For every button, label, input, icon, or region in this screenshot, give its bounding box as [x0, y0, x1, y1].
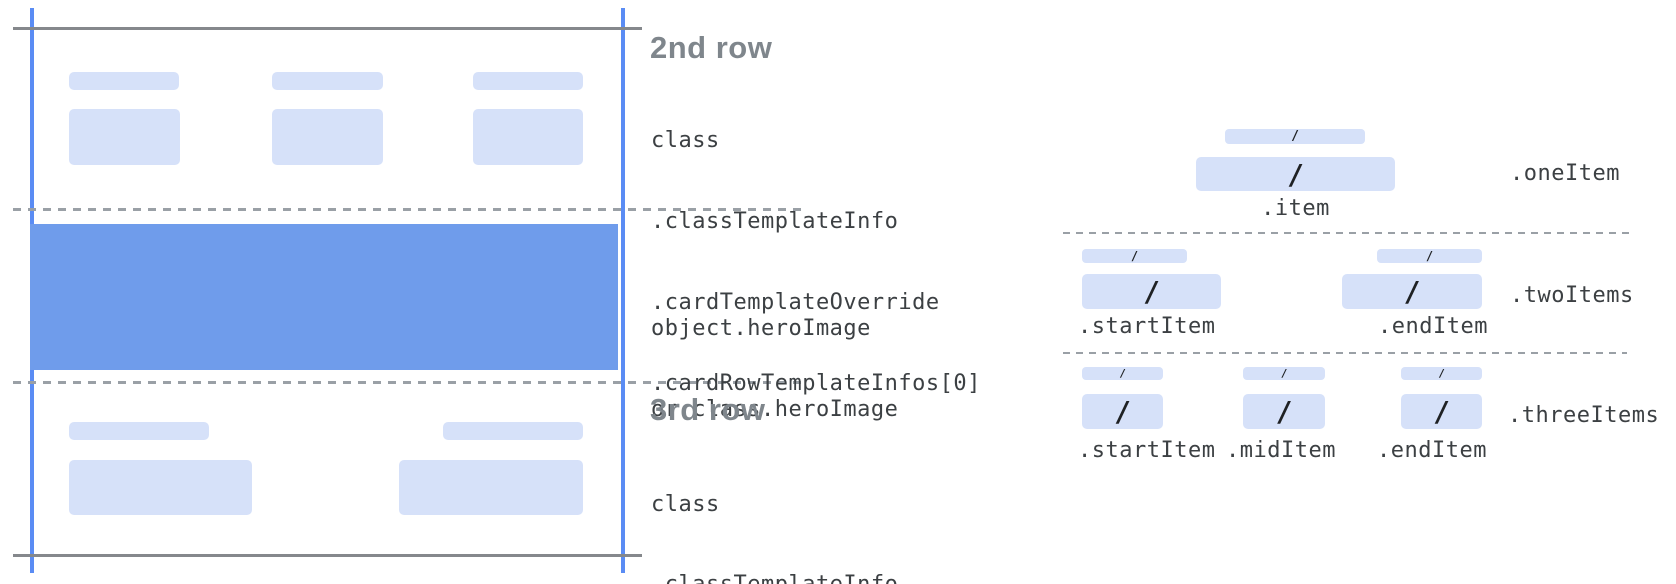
two-items-start-label: .startItem	[1078, 314, 1216, 339]
row3-start-label-placeholder	[69, 422, 209, 440]
three-items-end-label-bar: /	[1401, 367, 1482, 380]
two-items-start-label-bar: /	[1082, 249, 1187, 263]
hero-annotation-line: or class.heroImage	[651, 397, 899, 422]
three-items-start-label-bar: /	[1082, 367, 1163, 380]
three-items-start-value-bar: /	[1082, 394, 1163, 429]
card-top-boundary-line	[13, 27, 642, 30]
three-items-end-label: .endItem	[1377, 438, 1487, 463]
three-items-start-label: .startItem	[1078, 438, 1216, 463]
two-items-end-label: .endItem	[1378, 314, 1488, 339]
row2-path-line: .cardTemplateOverride	[651, 290, 940, 315]
slash-placeholder: /	[1291, 129, 1299, 144]
slash-placeholder: /	[1114, 395, 1131, 428]
row2-col3-value-placeholder	[473, 109, 583, 165]
two-three-divider-dashed-line	[1063, 352, 1627, 354]
row2-path-line: class	[651, 128, 720, 153]
slash-placeholder: /	[1119, 367, 1126, 380]
row3-heading: 3rd row	[650, 392, 766, 427]
three-items-mid-value-bar: /	[1243, 394, 1325, 429]
row2-col2-value-placeholder	[272, 109, 383, 165]
slash-placeholder: /	[1143, 275, 1160, 308]
slash-placeholder: /	[1287, 157, 1304, 191]
row2-col3-label-placeholder	[473, 72, 583, 90]
row2-col1-value-placeholder	[69, 109, 180, 165]
three-items-end-value-bar: /	[1401, 394, 1482, 429]
row2-path-line: .classTemplateInfo	[651, 209, 899, 234]
one-item-row-label: .oneItem	[1510, 161, 1620, 186]
row3-template-path: class .classTemplateInfo .cardTemplateOv…	[651, 440, 981, 584]
slash-placeholder: /	[1280, 367, 1288, 380]
row2-path-line: .cardRowTemplateInfos[0]	[651, 371, 981, 396]
row3-start-value-placeholder	[69, 460, 252, 515]
one-item-value-bar: /	[1196, 157, 1395, 191]
hero-row3-divider-dashed-line	[13, 381, 803, 384]
row3-end-value-placeholder	[399, 460, 583, 515]
slash-placeholder: /	[1438, 367, 1445, 380]
row3-end-label-placeholder	[443, 422, 583, 440]
one-item-field-label: .item	[1261, 196, 1330, 221]
hero-image-annotation: object.heroImage or class.heroImage	[651, 263, 898, 475]
three-items-row-label: .threeItems	[1508, 403, 1660, 428]
card-bottom-boundary-line	[13, 554, 642, 557]
row2-col2-label-placeholder	[272, 72, 383, 90]
two-items-end-value-bar: /	[1342, 274, 1482, 309]
slash-placeholder: /	[1130, 249, 1139, 263]
hero-image-band	[30, 224, 618, 370]
three-items-mid-label-bar: /	[1243, 367, 1325, 380]
slash-placeholder: /	[1433, 395, 1450, 428]
one-two-divider-dashed-line	[1063, 232, 1630, 234]
card-right-edge-line	[621, 8, 625, 573]
two-items-end-label-bar: /	[1377, 249, 1482, 263]
slash-placeholder: /	[1403, 275, 1421, 308]
row3-path-line: .classTemplateInfo	[651, 570, 981, 584]
row2-hero-divider-dashed-line	[13, 208, 803, 211]
one-item-label-bar: /	[1225, 129, 1365, 144]
row2-template-path: class .classTemplateInfo .cardTemplateOv…	[651, 75, 981, 449]
row2-heading: 2nd row	[650, 30, 773, 65]
row2-col1-label-placeholder	[69, 72, 179, 90]
two-items-start-value-bar: /	[1082, 274, 1221, 309]
hero-annotation-line: object.heroImage	[651, 316, 871, 341]
three-items-mid-label: .midItem	[1226, 438, 1336, 463]
slash-placeholder: /	[1275, 395, 1293, 428]
two-items-row-label: .twoItems	[1510, 283, 1634, 308]
slash-placeholder: /	[1425, 249, 1434, 263]
row3-path-line: class	[651, 492, 720, 517]
